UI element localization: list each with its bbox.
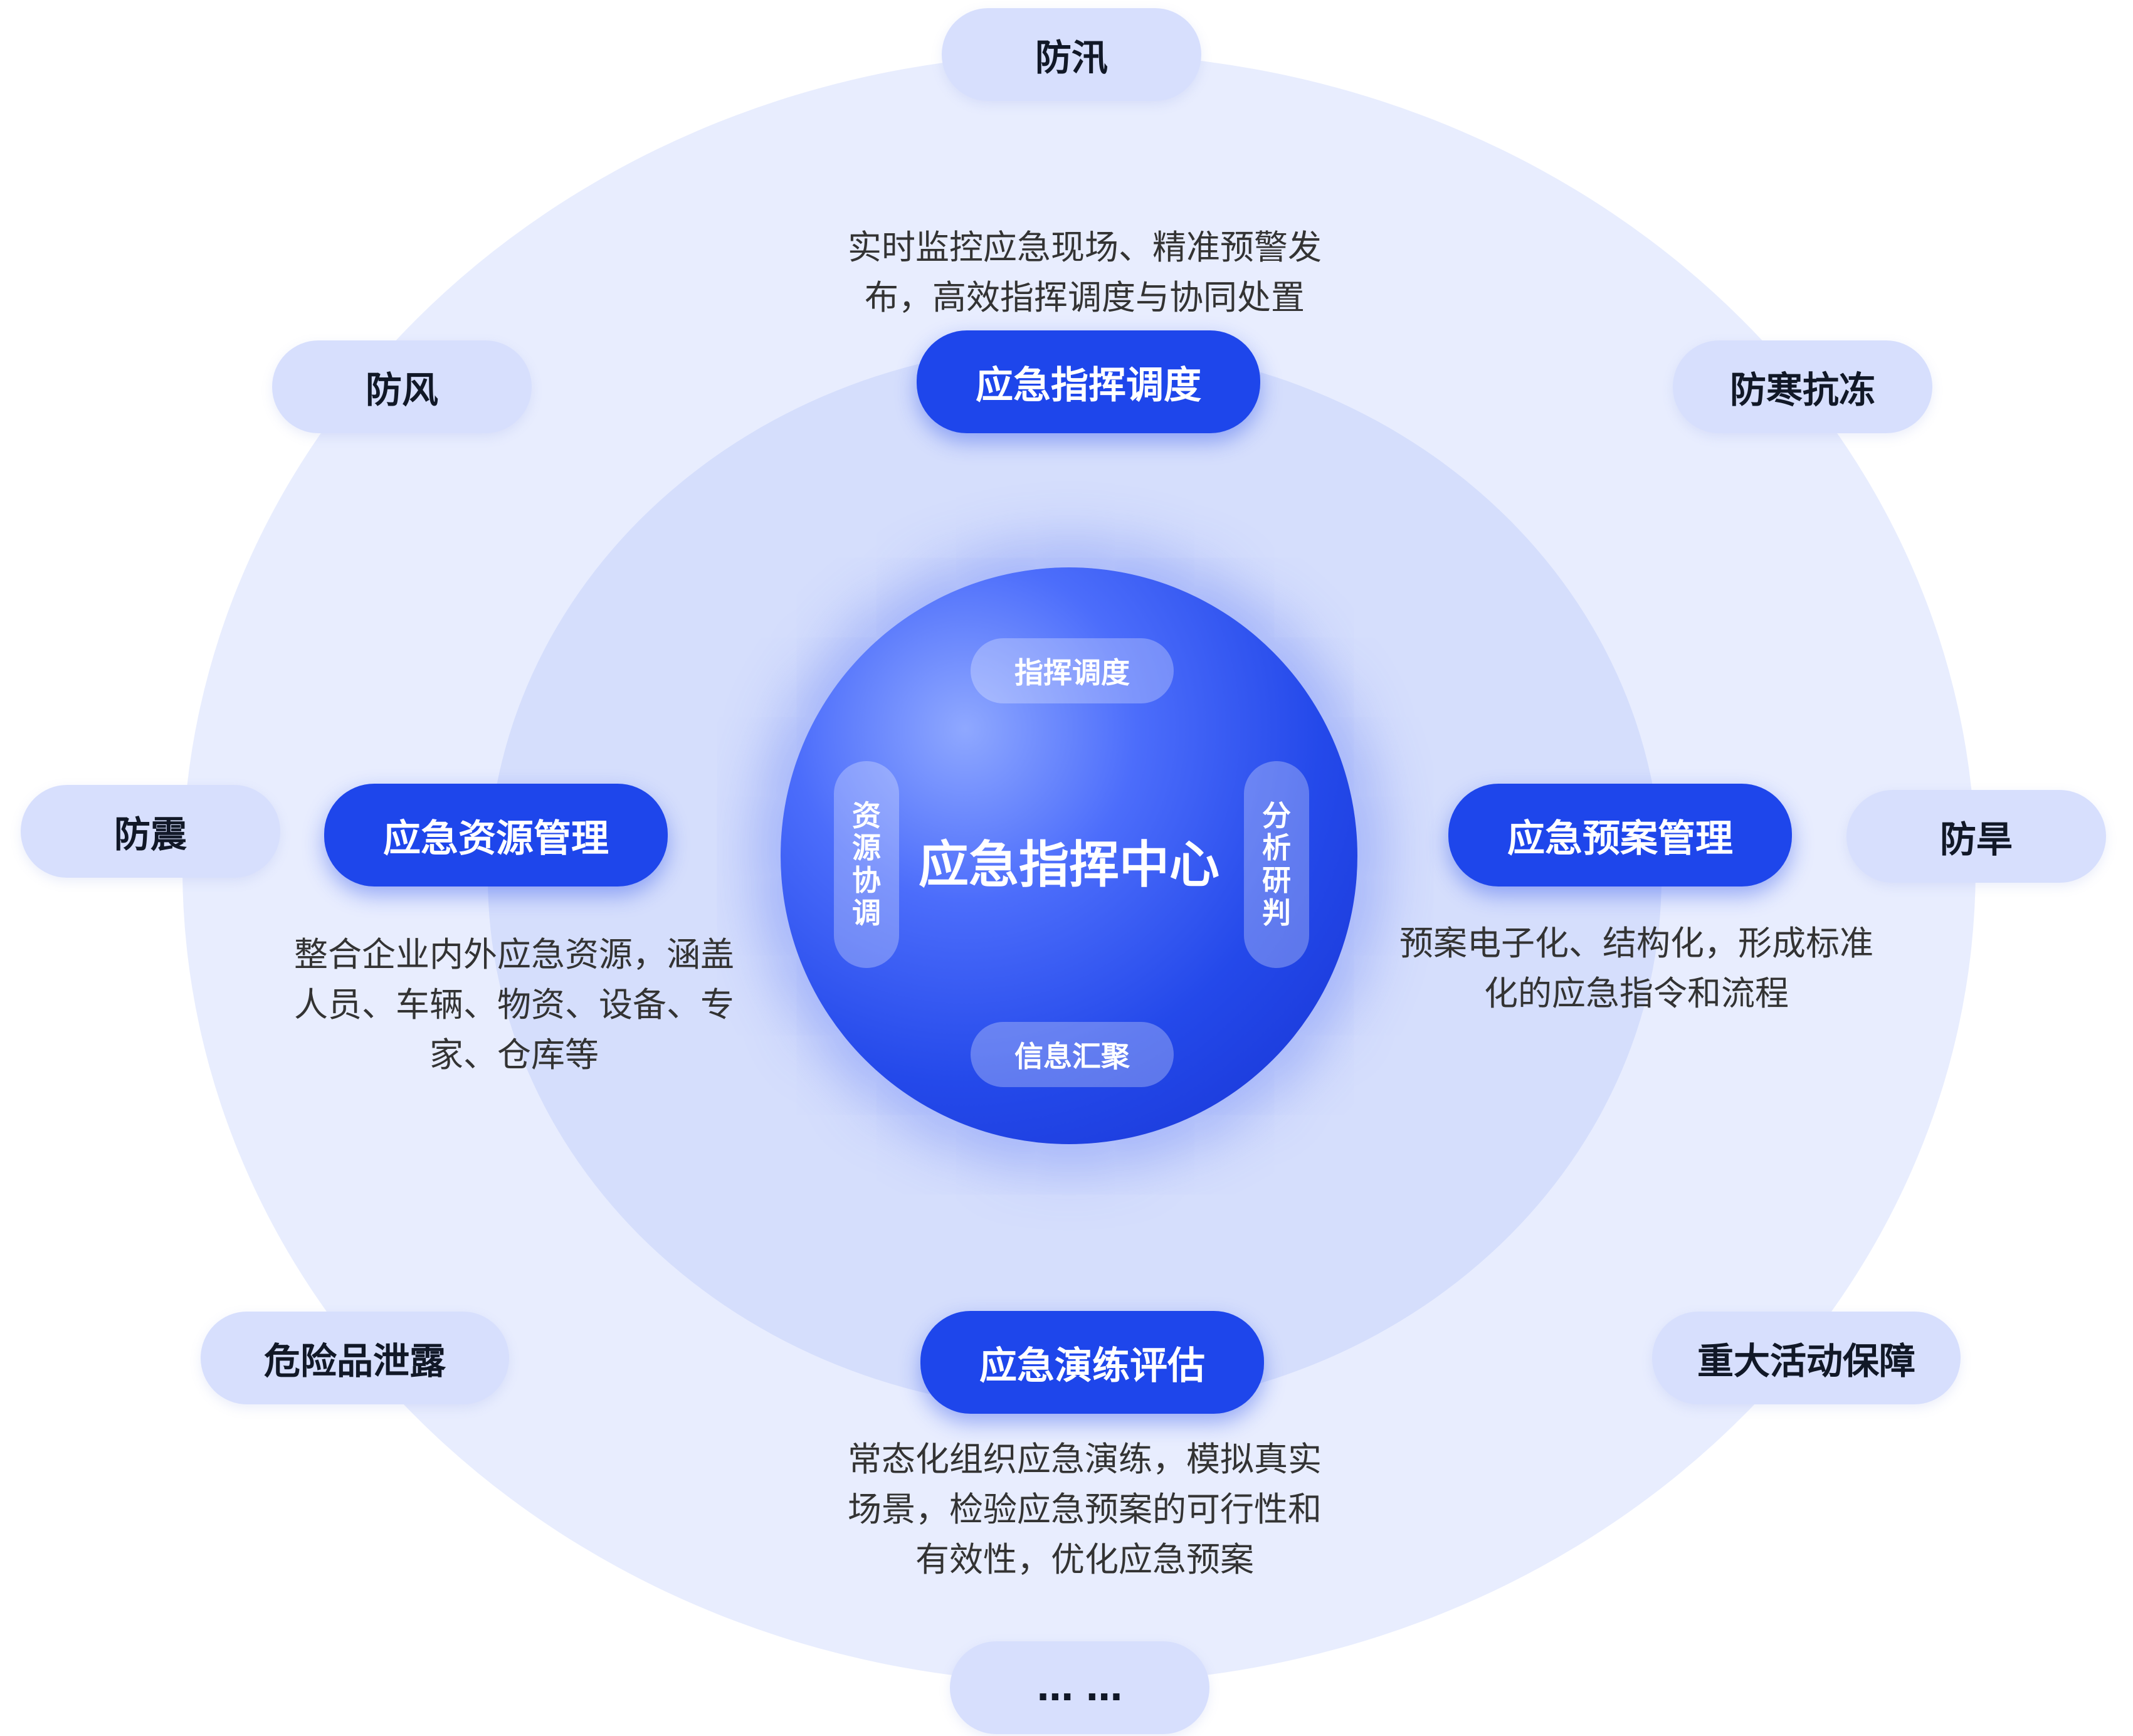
module-drill-evaluation-desc: 常态化组织应急演练，模拟真实 场景，检验应急预案的可行性和 有效性，优化应急预案 bbox=[815, 1434, 1354, 1585]
tag-wind-protection[interactable]: 防风 bbox=[272, 340, 532, 433]
module-plan-management[interactable]: 应急预案管理 bbox=[1448, 784, 1792, 886]
core-right-pill: 分 析 研 判 bbox=[1244, 761, 1309, 968]
core-title: 应急指挥中心 bbox=[919, 836, 1219, 894]
desc-line: 场景，检验应急预案的可行性和 bbox=[848, 1490, 1322, 1529]
module-resource-management-desc: 整合企业内外应急资源，涵盖 人员、车辆、物资、设备、专 家、仓库等 bbox=[263, 930, 765, 1080]
core-left-pill: 资 源 协 调 bbox=[834, 761, 899, 968]
desc-line: 家、仓库等 bbox=[429, 1035, 599, 1075]
tag-more[interactable]: … … bbox=[950, 1641, 1209, 1734]
module-drill-evaluation[interactable]: 应急演练评估 bbox=[920, 1311, 1264, 1414]
tag-cold-protection[interactable]: 防寒抗冻 bbox=[1673, 340, 1932, 433]
desc-line: 常态化组织应急演练，模拟真实 bbox=[848, 1439, 1322, 1479]
desc-line: 预案电子化、结构化，形成标准 bbox=[1399, 923, 1873, 963]
core-right-char: 分 bbox=[1262, 798, 1291, 833]
tag-earthquake[interactable]: 防震 bbox=[21, 785, 280, 878]
core-right-char: 研 bbox=[1262, 863, 1291, 897]
desc-line: 整合企业内外应急资源，涵盖 bbox=[294, 935, 734, 974]
core-right-char: 判 bbox=[1262, 895, 1291, 930]
module-command-dispatch[interactable]: 应急指挥调度 bbox=[917, 330, 1260, 433]
module-command-dispatch-desc: 实时监控应急现场、精准预警发 布，高效指挥调度与协同处置 bbox=[752, 223, 1417, 323]
core-circle bbox=[781, 567, 1357, 1144]
core-top-pill: 指挥调度 bbox=[971, 638, 1174, 703]
desc-line: 有效性，优化应急预案 bbox=[915, 1540, 1254, 1579]
module-plan-management-desc: 预案电子化、结构化，形成标准 化的应急指令和流程 bbox=[1354, 918, 1919, 1019]
module-resource-management[interactable]: 应急资源管理 bbox=[324, 784, 668, 886]
desc-line: 布，高效指挥调度与协同处置 bbox=[865, 278, 1305, 317]
desc-line: 化的应急指令和流程 bbox=[1484, 974, 1789, 1013]
tag-drought[interactable]: 防旱 bbox=[1846, 790, 2106, 883]
core-bottom-pill: 信息汇聚 bbox=[971, 1022, 1174, 1087]
core-left-char: 调 bbox=[852, 895, 881, 930]
tag-hazardous-leak[interactable]: 危险品泄露 bbox=[201, 1312, 509, 1404]
core-left-char: 资 bbox=[852, 798, 881, 833]
tag-major-event[interactable]: 重大活动保障 bbox=[1652, 1312, 1961, 1404]
core-left-char: 协 bbox=[852, 863, 881, 897]
desc-line: 人员、车辆、物资、设备、专 bbox=[294, 985, 734, 1024]
tag-flood-control[interactable]: 防汛 bbox=[942, 8, 1201, 101]
desc-line: 实时监控应急现场、精准预警发 bbox=[848, 228, 1322, 267]
core-left-char: 源 bbox=[852, 831, 881, 865]
core-right-char: 析 bbox=[1262, 831, 1291, 865]
